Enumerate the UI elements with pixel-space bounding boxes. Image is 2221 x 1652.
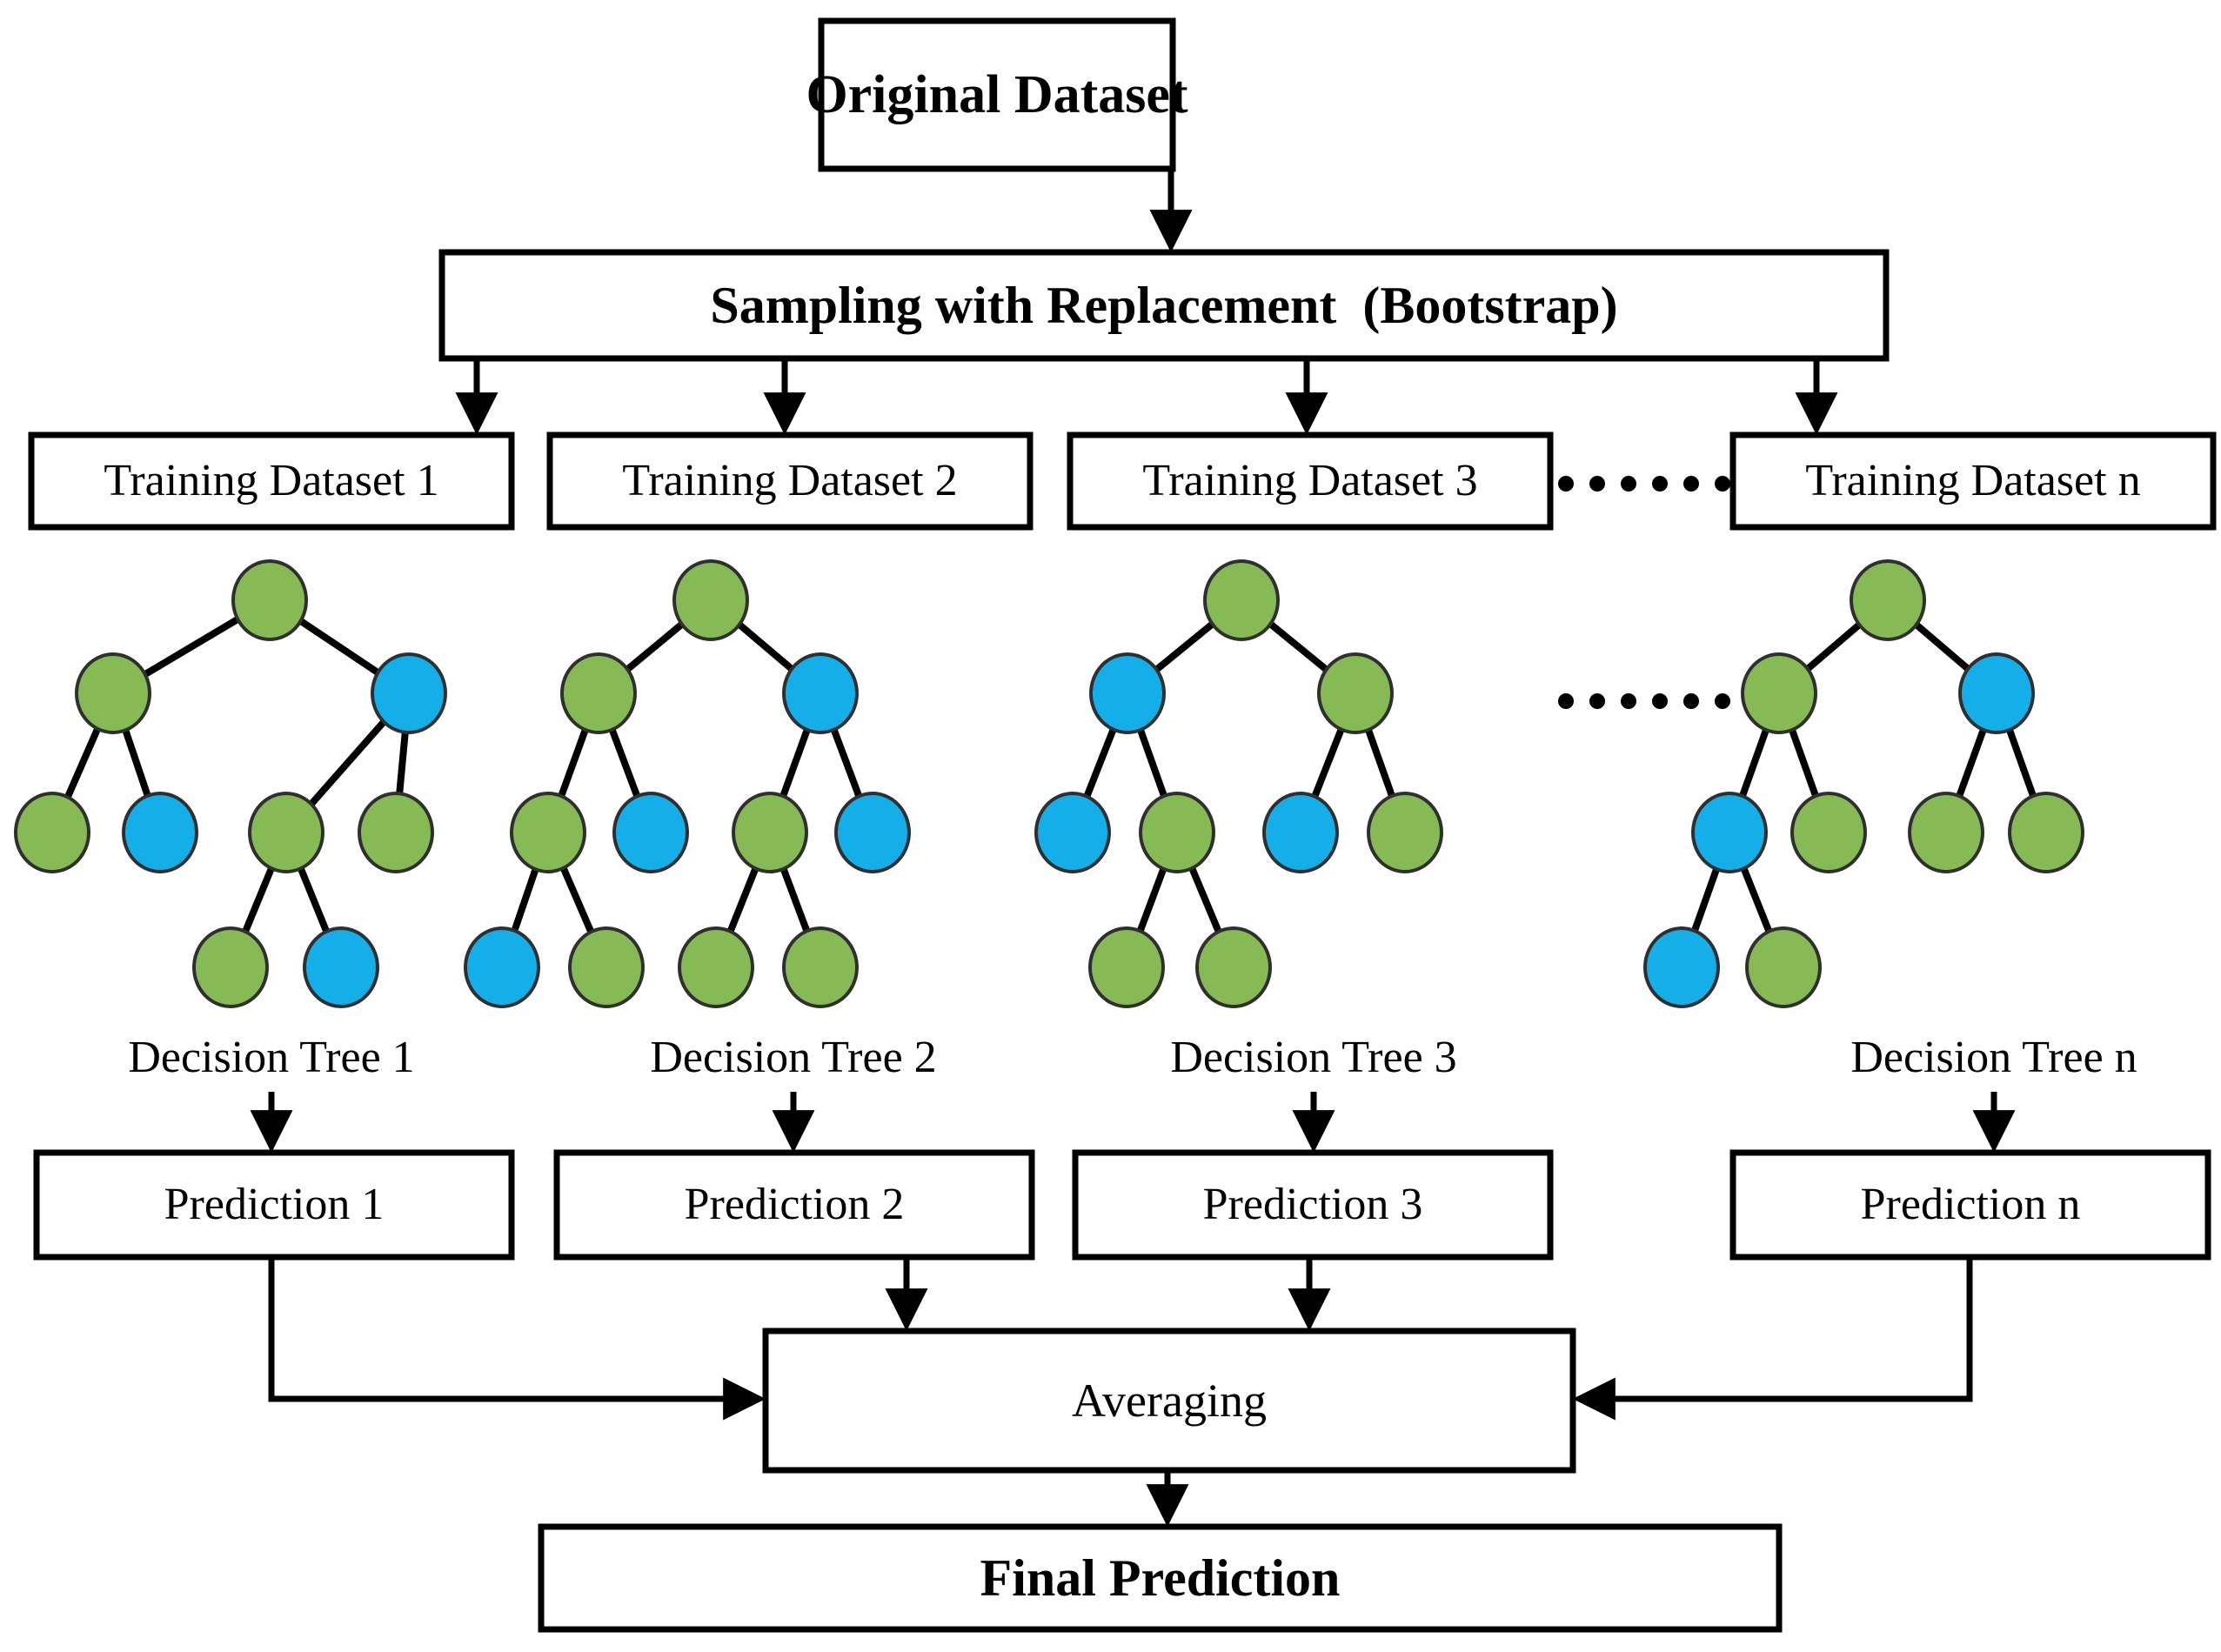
tree-node-green[interactable]: [1908, 792, 1984, 873]
tree-node-green[interactable]: [14, 792, 90, 873]
tree-node-blue[interactable]: [1262, 792, 1339, 873]
tree-node-blue[interactable]: [464, 926, 540, 1008]
tree-node-blue[interactable]: [834, 792, 911, 873]
tree-node-green[interactable]: [1195, 926, 1272, 1008]
decision-tree-3: [1034, 559, 1443, 1008]
tree-node-green[interactable]: [1139, 792, 1215, 873]
box-training-dataset-1[interactable]: [28, 431, 515, 531]
ellipsis-dot: [1589, 476, 1605, 492]
label-averaging: Averaging: [1072, 1374, 1267, 1427]
tree-node-green[interactable]: [192, 926, 269, 1008]
tree-node-blue[interactable]: [612, 792, 689, 873]
tree-node-blue[interactable]: [1089, 652, 1166, 734]
ellipsis-dot: [1652, 476, 1668, 492]
label-final-prediction: Final Prediction: [980, 1549, 1341, 1607]
tree-row-ellipsis: [1558, 693, 1730, 709]
tree-node-green[interactable]: [1203, 559, 1280, 641]
label-prediction-n: Prediction n: [1860, 1180, 2081, 1229]
box-prediction-3[interactable]: [1072, 1149, 1554, 1261]
tree-node-green[interactable]: [678, 926, 754, 1008]
tree-node-green[interactable]: [672, 559, 749, 641]
label-prediction-1: Prediction 1: [164, 1180, 385, 1229]
label-training-dataset-3: Training Dataset 3: [1142, 456, 1478, 505]
tree-node-blue[interactable]: [1034, 792, 1111, 873]
ellipsis-dot: [1683, 476, 1699, 492]
box-sampling[interactable]: [438, 249, 1890, 362]
tree-node-green[interactable]: [75, 652, 151, 734]
decision-tree-1: [14, 559, 447, 1008]
label-training-dataset-1: Training Dataset 1: [104, 456, 439, 505]
tree-node-green[interactable]: [782, 926, 859, 1008]
ellipsis-dot: [1652, 693, 1668, 709]
ellipsis-dots-layer: [1558, 476, 1730, 709]
decision-tree-2: [464, 559, 911, 1008]
box-original-dataset[interactable]: [818, 17, 1176, 172]
decision-tree-4: [1643, 559, 2084, 1008]
ellipsis-dot: [1558, 693, 1574, 709]
ellipsis-dot: [1621, 476, 1636, 492]
box-training-dataset-n[interactable]: [1729, 431, 2217, 531]
label-decision-tree-3: Decision Tree 3: [1170, 1033, 1457, 1082]
tree-node-green[interactable]: [358, 792, 434, 873]
label-decision-tree-n: Decision Tree n: [1850, 1033, 2137, 1082]
box-prediction-n[interactable]: [1729, 1149, 2211, 1261]
label-prediction-3: Prediction 3: [1202, 1180, 1423, 1229]
tree-node-green[interactable]: [2008, 792, 2084, 873]
label-sampling: Sampling with Replacement (Bootstrap): [710, 277, 1618, 334]
tree-node-blue[interactable]: [1958, 652, 2035, 734]
label-decision-tree-2: Decision Tree 2: [650, 1033, 937, 1082]
tree-node-blue[interactable]: [371, 652, 447, 734]
label-decision-tree-1: Decision Tree 1: [128, 1033, 415, 1082]
tree-node-green[interactable]: [732, 792, 808, 873]
tree-node-green[interactable]: [1741, 652, 1817, 734]
tree-node-blue[interactable]: [1691, 792, 1768, 873]
ellipsis-dot: [1715, 476, 1730, 492]
tree-node-green[interactable]: [1367, 792, 1443, 873]
tree-node-green[interactable]: [1790, 792, 1867, 873]
connector-prediction1-to-averaging: [268, 1259, 766, 1421]
tree-node-blue[interactable]: [122, 792, 198, 873]
label-original-dataset: Original Dataset: [806, 65, 1188, 124]
decision-tree-layer: [14, 559, 2084, 1008]
tree-node-blue[interactable]: [782, 652, 859, 734]
label-prediction-2: Prediction 2: [684, 1180, 905, 1229]
label-training-dataset-2: Training Dataset 2: [622, 456, 958, 505]
tree-node-green[interactable]: [1745, 926, 1822, 1008]
ellipsis-dot: [1589, 693, 1605, 709]
connector-predictionn-to-averaging: [1572, 1259, 1973, 1421]
tree-node-blue[interactable]: [1643, 926, 1720, 1008]
box-final-prediction[interactable]: [538, 1523, 1783, 1633]
ellipsis-dot: [1558, 476, 1574, 492]
tree-node-green[interactable]: [231, 559, 308, 641]
tree-node-green[interactable]: [1850, 559, 1926, 641]
ellipsis-dot: [1715, 693, 1730, 709]
label-training-dataset-n: Training Dataset n: [1805, 456, 2141, 505]
tree-node-green[interactable]: [510, 792, 586, 873]
box-prediction-1[interactable]: [33, 1149, 515, 1261]
ellipsis-dot: [1621, 693, 1636, 709]
ellipsis-dot: [1683, 693, 1699, 709]
tree-node-green[interactable]: [1088, 926, 1165, 1008]
box-training-dataset-2[interactable]: [546, 431, 1034, 531]
tree-node-blue[interactable]: [303, 926, 379, 1008]
tree-node-green[interactable]: [1317, 652, 1394, 734]
tree-node-green[interactable]: [560, 652, 637, 734]
box-prediction-2[interactable]: [553, 1149, 1035, 1261]
tree-node-green[interactable]: [568, 926, 645, 1008]
tree-node-green[interactable]: [248, 792, 324, 873]
dataset-row-ellipsis: [1558, 476, 1730, 492]
